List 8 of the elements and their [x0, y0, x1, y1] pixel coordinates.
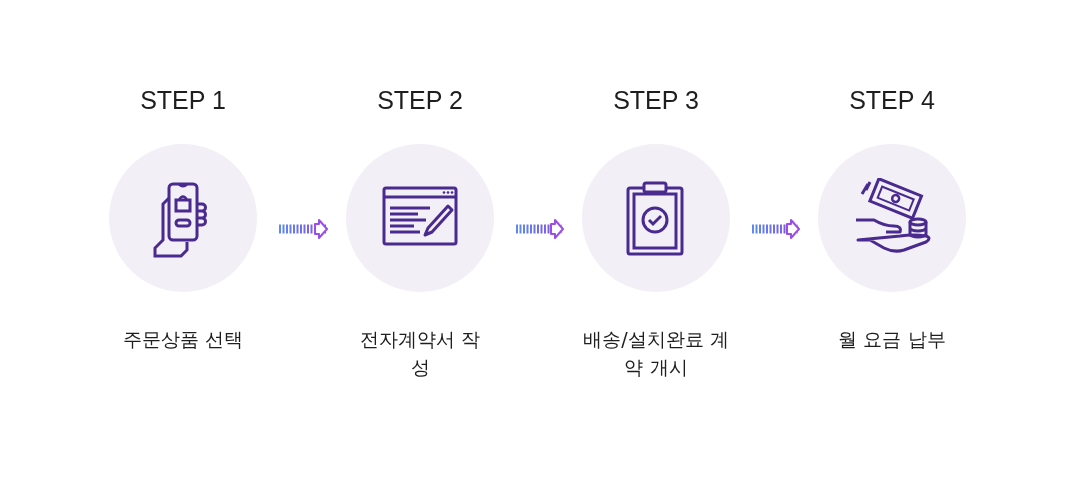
- step-caption: 전자계약서 작성: [358, 327, 481, 380]
- step-heading: STEP 2: [377, 85, 463, 116]
- step-heading: STEP 4: [849, 85, 935, 116]
- step-heading: STEP 1: [140, 85, 226, 116]
- step-heading: STEP 3: [613, 85, 699, 116]
- step-caption: 주문상품 선택: [121, 327, 244, 352]
- step-caption: 월 요금 납부: [837, 327, 947, 352]
- step-caption: 배송/설치완료 계약 개시: [582, 327, 730, 380]
